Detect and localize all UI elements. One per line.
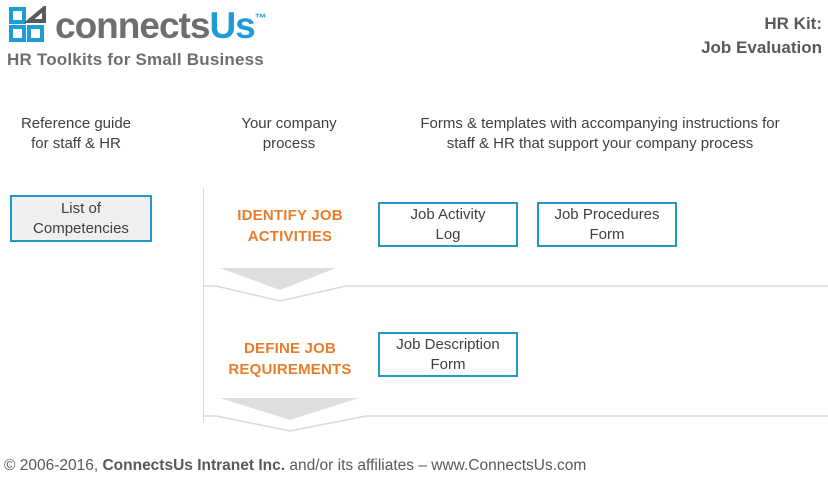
copyright-prefix: © 2006-2016, (4, 457, 103, 474)
company-name: ConnectsUs Intranet Inc. (102, 457, 286, 474)
trademark-symbol: ™ (254, 11, 267, 25)
copyright-suffix: and/or its affiliates – www.ConnectsUs.c… (285, 457, 587, 474)
column-header-forms-templates: Forms & templates with accompanying inst… (420, 115, 780, 152)
kit-label: HR Kit: (764, 14, 822, 33)
brand-tagline: HR Toolkits for Small Business (7, 50, 264, 69)
column-header-reference-guide: Reference guide for staff & HR (20, 115, 132, 152)
connectsus-logo-icon (8, 4, 52, 49)
column-divider-line (203, 188, 204, 423)
brand-connects: connects (55, 5, 210, 46)
step-label-identify-job-activities: IDENTIFY JOB ACTIVITIES (237, 207, 343, 245)
list-of-competencies-box[interactable]: List of Competencies (10, 195, 152, 242)
kit-name: Job Evaluation (701, 38, 822, 57)
brand-wordmark: connectsUs™ (55, 6, 267, 54)
brand-us: Us (209, 5, 255, 46)
job-procedures-form-box[interactable]: Job Procedures Form (537, 202, 677, 247)
column-header-company-process: Your company process (241, 115, 337, 152)
kit-title: HR Kit: Job Evaluation (701, 12, 822, 60)
job-activity-log-box[interactable]: Job Activity Log (378, 202, 518, 247)
step-label-define-job-requirements: DEFINE JOB REQUIREMENTS (228, 340, 352, 378)
job-description-form-box[interactable]: Job Description Form (378, 332, 518, 377)
chevron-down-divider-1 (204, 262, 828, 308)
chevron-down-divider-2 (204, 392, 828, 438)
copyright-notice: © 2006-2016, ConnectsUs Intranet Inc. an… (4, 457, 586, 475)
